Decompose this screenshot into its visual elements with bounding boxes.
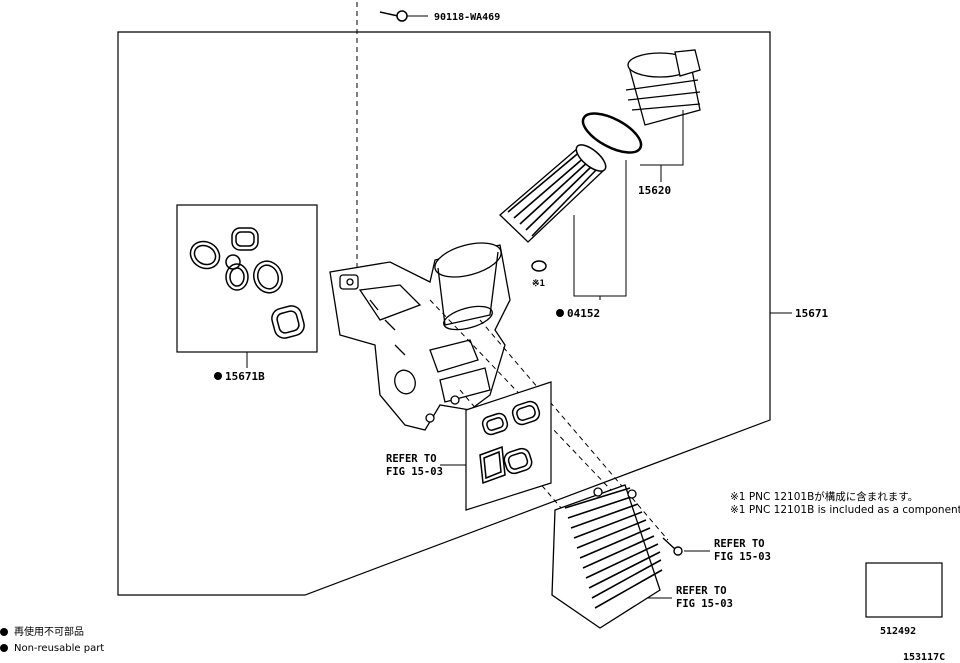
refer-label-b-line1: REFER TO xyxy=(714,538,765,550)
refer-label-a-line2: FIG 15-03 xyxy=(386,466,443,478)
note-english: ※1 PNC 12101B is included as a component xyxy=(730,504,960,516)
gasket-kit-box xyxy=(176,204,318,353)
reference-box xyxy=(865,562,943,618)
gasket-icon xyxy=(189,227,305,339)
oil-cooler-icon xyxy=(551,484,663,629)
bolt-icon xyxy=(379,10,428,22)
refer-label-b-line2: FIG 15-03 xyxy=(714,551,771,563)
legend-japanese-row: 再使用不可部品 xyxy=(0,627,84,639)
refer-label-c-line1: REFER TO xyxy=(676,585,727,597)
cap-part-number: 15620 xyxy=(638,184,671,197)
note-japanese: ※1 PNC 12101Bが構成に含まれます。 xyxy=(730,491,919,503)
filter-housing-icon xyxy=(329,242,511,431)
legend-english: Non-reusable part xyxy=(14,643,105,654)
filter-element-icon xyxy=(499,144,607,243)
gasket-part-number: 15671B xyxy=(225,370,265,383)
non-reusable-dot-icon xyxy=(0,644,8,652)
o-ring-icon xyxy=(581,112,643,154)
box-number: 512492 xyxy=(880,626,916,637)
element-part-number: 04152 xyxy=(567,307,600,320)
non-reusable-dot-icon xyxy=(0,628,8,636)
legend-japanese: 再使用不可部品 xyxy=(14,627,84,638)
legend-english-row: Non-reusable part xyxy=(0,643,104,655)
cooler-bolt-icon xyxy=(662,537,683,556)
figure-id: 153117C xyxy=(903,652,945,663)
cooler-gasket-icon xyxy=(479,400,541,485)
bolt-part-number: 90118-WA469 xyxy=(434,12,500,23)
assembly-outline xyxy=(117,31,771,596)
washer-icon xyxy=(531,260,547,272)
component-marker: ※1 xyxy=(532,279,545,289)
refer-label-c-line2: FIG 15-03 xyxy=(676,598,733,610)
assembly-part-number: 15671 xyxy=(795,307,828,320)
filter-cap-icon xyxy=(625,49,701,126)
refer-label-a-line1: REFER TO xyxy=(386,453,437,465)
